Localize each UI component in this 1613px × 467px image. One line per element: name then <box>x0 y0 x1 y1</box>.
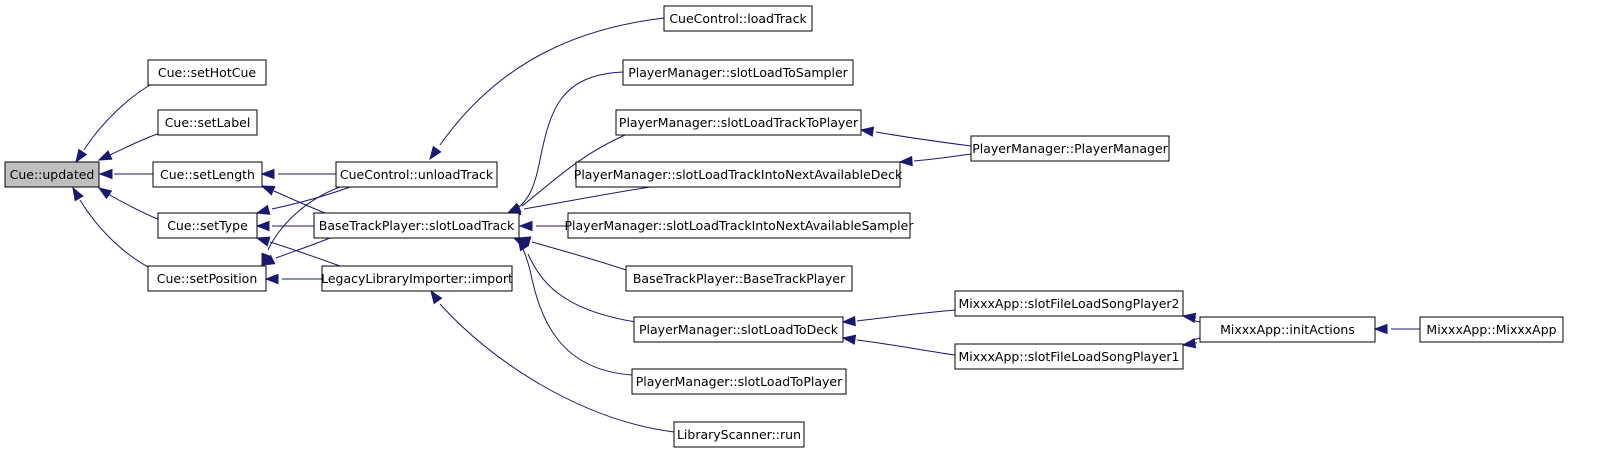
edge-n18-to-n11 <box>859 126 972 147</box>
node-cue-updated[interactable]: Cue::updated <box>4 161 100 188</box>
node-cue-settype[interactable]: Cue::setType <box>157 212 258 239</box>
edge-layer <box>72 17 1420 433</box>
arrowhead <box>841 334 857 345</box>
node-cue-setposition[interactable]: Cue::setPosition <box>147 265 267 292</box>
node-label: PlayerManager::slotLoadToDeck <box>639 322 839 337</box>
node-label: BaseTrackPlayer::BaseTrackPlayer <box>633 271 846 286</box>
arrowhead <box>859 126 875 137</box>
node-libraryscanner-run[interactable]: LibraryScanner::run <box>673 421 805 448</box>
arrowhead <box>72 186 84 202</box>
edge-n7-to-n5 <box>260 237 331 266</box>
node-label: PlayerManager::slotLoadTrackIntoNextAvai… <box>565 218 915 233</box>
node-label: PlayerManager::slotLoadToSampler <box>628 65 848 80</box>
node-label: Cue::setLabel <box>165 115 251 130</box>
arrowhead <box>255 204 271 215</box>
arrowhead <box>97 150 113 161</box>
node-label: Cue::setHotCue <box>158 65 256 80</box>
arrowhead <box>518 220 533 232</box>
node-label: PlayerManager::PlayerManager <box>972 141 1168 156</box>
node-playermanager-slotloadtracktoplayer[interactable]: PlayerManager::slotLoadTrackToPlayer <box>615 109 862 136</box>
edge-n21-to-n19 <box>1181 312 1201 324</box>
edge-n10-to-n7 <box>506 71 624 214</box>
node-mixxxapp-mixxxapp[interactable]: MixxxApp::MixxxApp <box>1419 316 1564 343</box>
arrowhead <box>512 237 528 249</box>
arrowhead <box>75 148 88 164</box>
edge-n15-to-n7 <box>517 236 637 323</box>
edge-n6-to-n4 <box>255 186 351 215</box>
node-cuecontrol-unloadtrack[interactable]: CueControl::unloadTrack <box>335 161 498 188</box>
node-legacylibraryimporter-import[interactable]: LegacyLibraryImporter::import <box>321 265 513 292</box>
edge-n16-to-n7 <box>512 237 633 376</box>
node-label: MixxxApp::MixxxApp <box>1426 322 1556 337</box>
edge-n2-to-n0 <box>97 132 161 161</box>
node-playermanager-slotloadtrackintonextavailablesampler[interactable]: PlayerManager::slotLoadTrackIntoNextAvai… <box>565 212 915 239</box>
edge-n5-to-n0 <box>72 186 151 269</box>
arrowhead <box>1181 312 1197 324</box>
arrowhead <box>264 273 279 285</box>
edge-n8-to-n4 <box>255 236 341 267</box>
node-mixxxapp-slotfileloadsongplayer1[interactable]: MixxxApp::slotFileLoadSongPlayer1 <box>954 343 1184 370</box>
edge-n22-to-n21 <box>1373 323 1420 335</box>
edge-n13-to-n7 <box>518 220 568 232</box>
node-label: MixxxApp::slotFileLoadSongPlayer1 <box>958 349 1179 364</box>
node-label: MixxxApp::initActions <box>1220 322 1355 337</box>
node-label: Cue::updated <box>10 167 95 182</box>
node-label: CueControl::loadTrack <box>669 11 807 26</box>
edge-n6-to-n3 <box>260 168 336 180</box>
node-playermanager-playermanager[interactable]: PlayerManager::PlayerManager <box>970 135 1170 162</box>
edge-n4-to-n0 <box>97 187 161 221</box>
arrowhead <box>260 185 276 196</box>
arrowhead <box>98 168 113 180</box>
arrowhead <box>1373 323 1388 335</box>
node-cuecontrol-loadtrack[interactable]: CueControl::loadTrack <box>663 5 813 32</box>
edge-n3-to-n0 <box>98 168 153 180</box>
arrowhead <box>898 155 913 167</box>
node-label: Cue::setPosition <box>157 271 258 286</box>
node-label: Cue::setLength <box>160 167 255 182</box>
edge-n21-to-n20 <box>1181 337 1201 349</box>
node-basetrackplayer-slotloadtrack[interactable]: BaseTrackPlayer::slotLoadTrack <box>313 212 520 239</box>
node-playermanager-slotloadtrackintonextavailabledeck[interactable]: PlayerManager::slotLoadTrackIntoNextAvai… <box>574 161 903 188</box>
arrowhead <box>1181 338 1197 349</box>
node-playermanager-slotloadtoplayer[interactable]: PlayerManager::slotLoadToPlayer <box>631 368 847 395</box>
node-label: PlayerManager::slotLoadToPlayer <box>636 374 843 389</box>
node-label: Cue::setType <box>167 218 248 233</box>
node-cue-setlength[interactable]: Cue::setLength <box>152 161 263 188</box>
edge-n20-to-n15 <box>841 334 956 356</box>
arrowhead <box>260 168 275 180</box>
edge-n8-to-n5 <box>264 273 322 285</box>
node-label: CueControl::unloadTrack <box>340 167 494 182</box>
arrowhead <box>430 289 443 305</box>
node-label: PlayerManager::slotLoadTrackToPlayer <box>619 115 859 130</box>
arrowhead <box>429 145 442 161</box>
node-cue-sethotcue[interactable]: Cue::setHotCue <box>147 59 267 86</box>
node-label: LegacyLibraryImporter::import <box>321 271 513 286</box>
node-label: PlayerManager::slotLoadTrackIntoNextAvai… <box>574 167 903 182</box>
node-label: BaseTrackPlayer::slotLoadTrack <box>319 218 515 233</box>
arrowhead <box>255 236 271 247</box>
edge-n18-to-n12 <box>898 153 972 167</box>
edge-n19-to-n15 <box>841 309 956 327</box>
node-label: MixxxApp::slotFileLoadSongPlayer2 <box>958 296 1179 311</box>
arrowhead <box>260 254 276 266</box>
arrowhead <box>255 220 270 232</box>
edge-n7-to-n3 <box>260 185 326 214</box>
arrowhead <box>97 187 113 200</box>
edge-n17-to-n8 <box>430 289 675 433</box>
node-mixxxapp-initactions[interactable]: MixxxApp::initActions <box>1199 316 1376 343</box>
edge-n7-to-n4 <box>255 220 314 232</box>
node-basetrackplayer-basetrackplayer[interactable]: BaseTrackPlayer::BaseTrackPlayer <box>625 265 853 292</box>
node-label: LibraryScanner::run <box>677 427 801 442</box>
arrowhead <box>841 315 856 327</box>
edge-n1-to-n0 <box>75 84 151 164</box>
edge-n9-to-n6 <box>429 17 665 161</box>
node-playermanager-slotloadtosampler[interactable]: PlayerManager::slotLoadToSampler <box>622 59 854 86</box>
node-cue-setlabel[interactable]: Cue::setLabel <box>157 109 258 136</box>
node-playermanager-slotloadtodeck[interactable]: PlayerManager::slotLoadToDeck <box>633 316 844 343</box>
node-mixxxapp-slotfileloadsongplayer2[interactable]: MixxxApp::slotFileLoadSongPlayer2 <box>954 290 1184 317</box>
